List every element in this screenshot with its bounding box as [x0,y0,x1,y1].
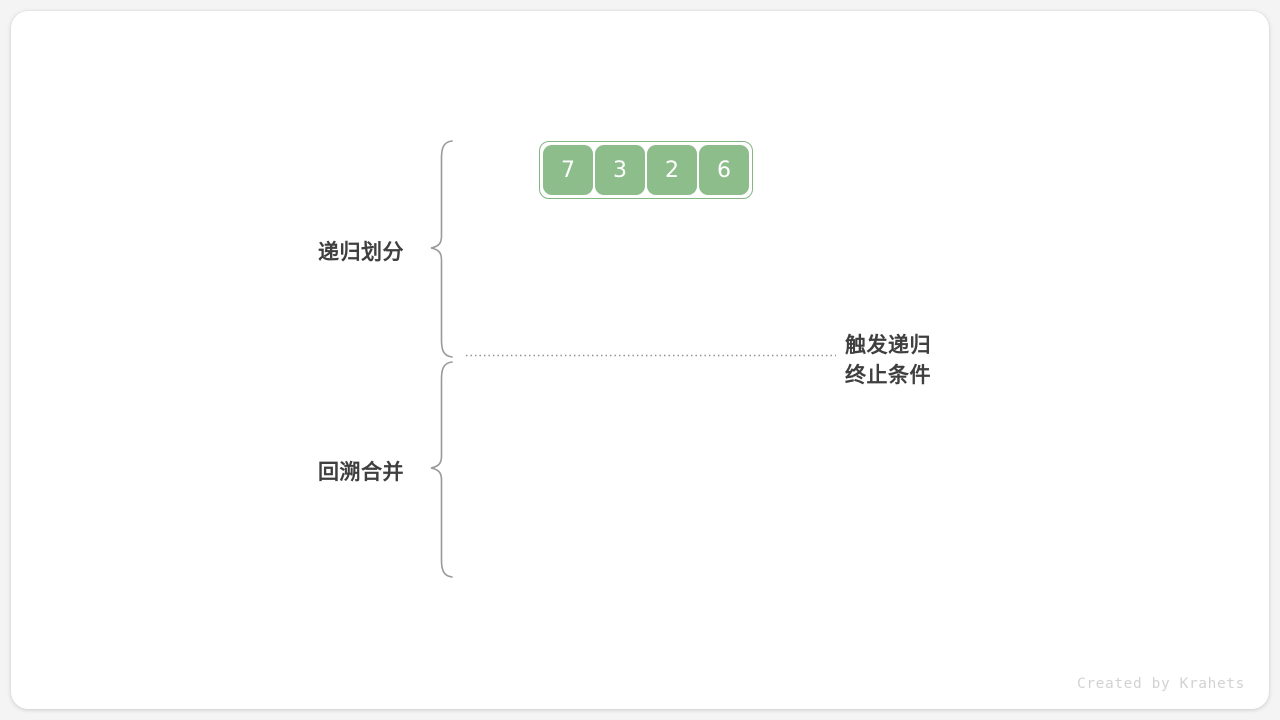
watermark-credit: Created by Krahets [1077,676,1245,692]
termination-condition-note: 触发递归 终止条件 [845,331,931,391]
phase-label-merge: 回溯合并 [318,461,404,484]
array-cell: 7 [543,145,593,195]
brace-merge [430,361,453,578]
termination-note-line-2: 终止条件 [845,364,931,387]
array-cell: 6 [699,145,749,195]
brace-divide [430,140,453,358]
array-cell: 2 [647,145,697,195]
termination-note-line-1: 触发递归 [845,334,931,357]
array-cell: 3 [595,145,645,195]
phase-label-divide: 递归划分 [318,241,404,264]
diagram-card [11,11,1269,709]
array-container: 7 3 2 6 [539,141,753,199]
